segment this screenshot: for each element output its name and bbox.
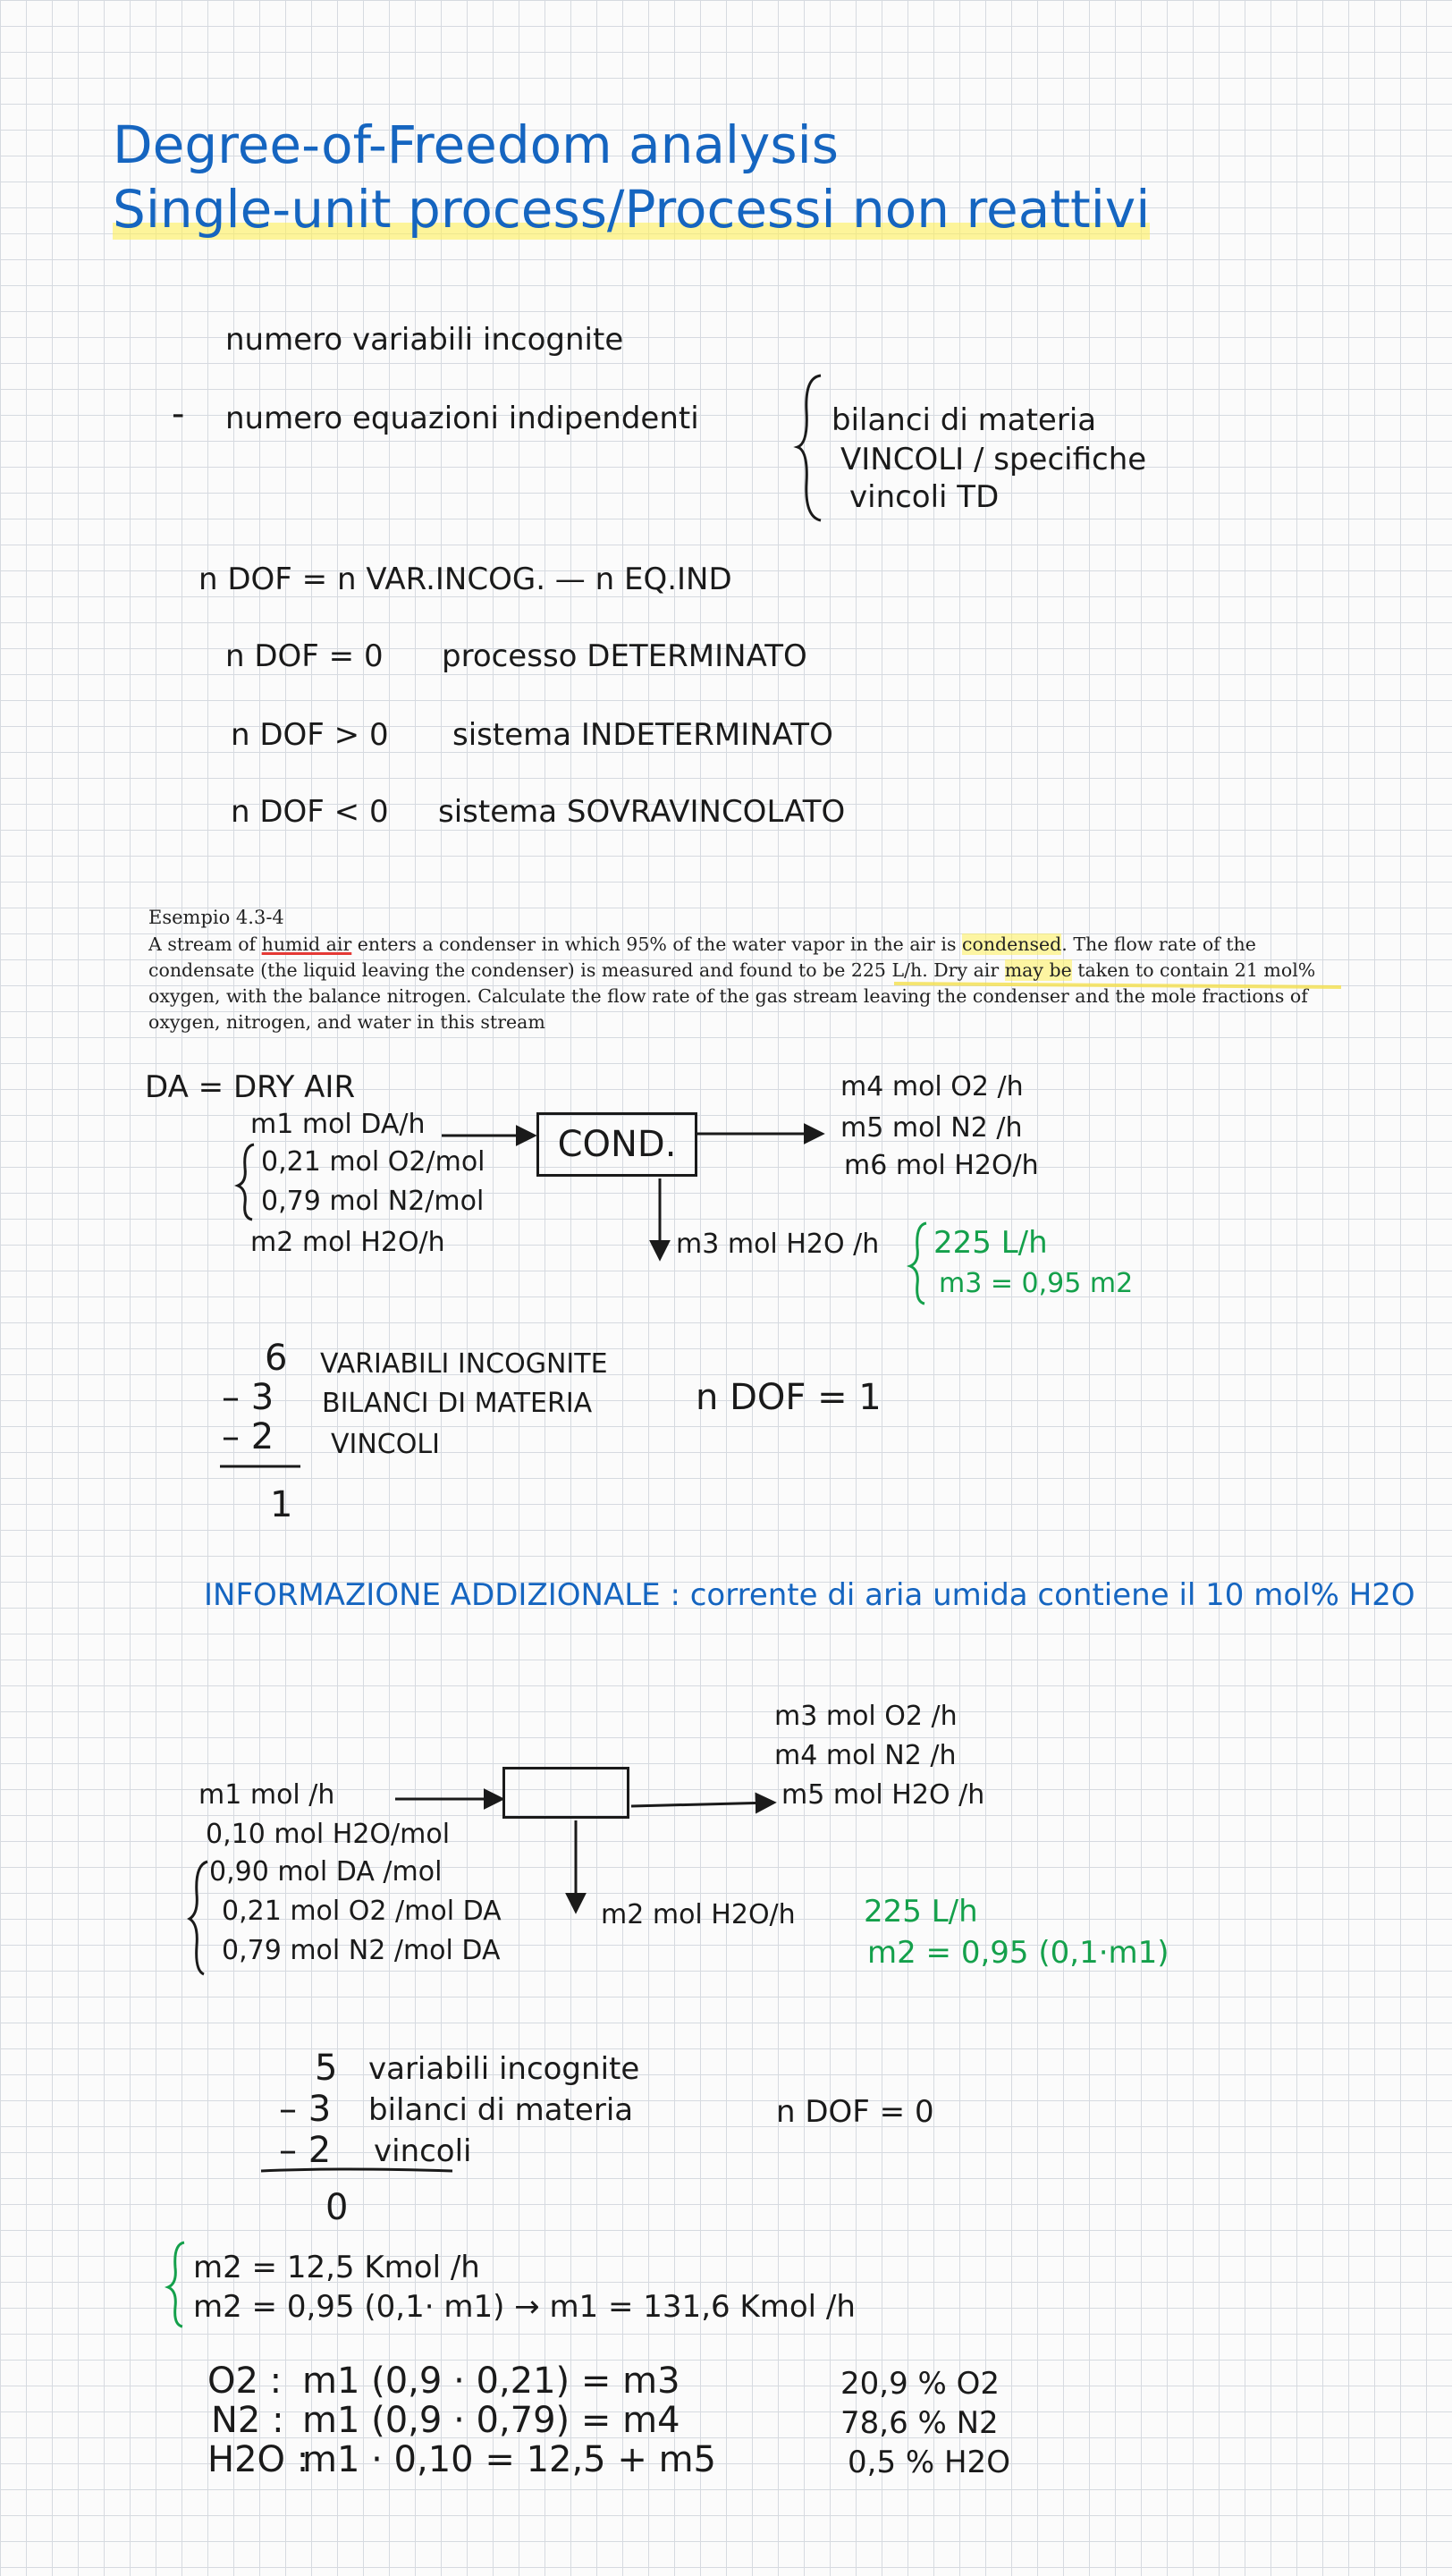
- condenser-label: COND.: [557, 1124, 677, 1165]
- dof2-label-1: variabili incognite: [368, 2051, 640, 2087]
- def-item-1: bilanci di materia: [832, 402, 1097, 438]
- d1-inlet-2: 0,21 mol O2/mol: [261, 1146, 485, 1178]
- case-2-cond: n DOF > 0: [231, 717, 389, 753]
- dof1-n-1: 6: [265, 1338, 288, 1379]
- bal-h2o-species: H2O :: [207, 2439, 309, 2480]
- def-item-2: VINCOLI / specifiche: [840, 442, 1147, 477]
- title-line-1: Degree-of-Freedom analysis: [113, 114, 839, 175]
- d1-outlet-1: m4 mol O2 /h: [840, 1071, 1024, 1102]
- title-line-2: Single-unit process/Processi non reattiv…: [113, 179, 1151, 240]
- da-label: DA = DRY AIR: [145, 1069, 356, 1105]
- bal-o2-pct: 20,9 % O2: [840, 2366, 1000, 2402]
- d1-given-1: 225 L/h: [933, 1225, 1048, 1261]
- d1-given-brace: [906, 1221, 927, 1305]
- def-unknowns: numero variabili incognite: [225, 322, 624, 358]
- bal-h2o-eq: m1 · 0,10 = 12,5 + m5: [302, 2439, 716, 2480]
- dof1-result: n DOF = 1: [696, 1377, 882, 1418]
- bal-o2-species: O2 :: [207, 2361, 283, 2402]
- d2-given-1: 225 L/h: [864, 1894, 978, 1930]
- d2-bottom: m2 mol H2O/h: [601, 1899, 796, 1930]
- bal-n2-eq: m1 (0,9 · 0,79) = m4: [302, 2400, 680, 2441]
- d1-outlet-2: m5 mol N2 /h: [840, 1112, 1023, 1144]
- dof1-label-2: BILANCI DI MATERIA: [322, 1388, 593, 1419]
- def-item-3: vincoli TD: [849, 479, 1000, 515]
- case-2-label: sistema INDETERMINATO: [452, 717, 833, 753]
- bal-h2o-pct: 0,5 % H2O: [848, 2445, 1010, 2480]
- case-3-label: sistema SOVRAVINCOLATO: [438, 794, 846, 830]
- dof1-label-3: VINCOLI: [331, 1429, 440, 1460]
- d2-outlet-arrow: [630, 1792, 777, 1814]
- sol-line-2: m2 = 0,95 (0,1· m1) → m1 = 131,6 Kmol /h: [193, 2289, 856, 2325]
- sol-line-1: m2 = 12,5 Kmol /h: [193, 2250, 480, 2285]
- dof2-result: n DOF = 0: [776, 2094, 934, 2130]
- d2-inlet-4: 0,21 mol O2 /mol DA: [222, 1896, 502, 1927]
- bal-o2-eq: m1 (0,9 · 0,21) = m3: [302, 2361, 680, 2402]
- unit-box-2: [502, 1767, 629, 1819]
- d2-given-2: m2 = 0,95 (0,1·m1): [867, 1935, 1169, 1971]
- dof-formula: n DOF = n VAR.INCOG. — n EQ.IND: [198, 562, 732, 597]
- d1-inlet-brace: [233, 1143, 255, 1221]
- example-heading: Esempio 4.3-4: [148, 907, 284, 928]
- case-3-cond: n DOF < 0: [231, 794, 389, 830]
- dof1-n-3: – 2: [222, 1416, 274, 1457]
- additional-info: INFORMAZIONE ADDIZIONALE : corrente di a…: [204, 1577, 1415, 1613]
- case-1-cond: n DOF = 0: [225, 638, 384, 674]
- def-minus: -: [172, 393, 185, 435]
- definition-brace: [793, 374, 822, 522]
- d2-outlet-3: m5 mol H2O /h: [781, 1779, 985, 1811]
- d2-inlet-3: 0,90 mol DA /mol: [209, 1856, 443, 1888]
- d2-inlet-brace: [187, 1860, 208, 1976]
- def-equations: numero equazioni indipendenti: [225, 401, 699, 436]
- d1-given-2: m3 = 0,95 m2: [939, 1268, 1134, 1299]
- case-1-label: processo DETERMINATO: [442, 638, 807, 674]
- dof2-n-3: – 2: [279, 2130, 332, 2171]
- dof2-total: 0: [325, 2187, 349, 2228]
- d1-inlet-3: 0,79 mol N2/mol: [261, 1186, 485, 1217]
- solution-brace: [164, 2241, 185, 2328]
- dof2-n-2: – 3: [279, 2089, 332, 2130]
- dof1-n-2: – 3: [222, 1377, 274, 1418]
- d1-outlet-3: m6 mol H2O/h: [844, 1150, 1039, 1181]
- d1-bottom: m3 mol H2O /h: [676, 1229, 880, 1260]
- bal-n2-species: N2 :: [211, 2400, 284, 2441]
- d2-outlet-1: m3 mol O2 /h: [774, 1701, 958, 1732]
- condenser-unit: COND.: [536, 1112, 697, 1177]
- dof1-total: 1: [270, 1484, 293, 1525]
- example-text: A stream of humid air enters a condenser…: [148, 933, 1316, 1033]
- dof2-label-2: bilanci di materia: [368, 2092, 634, 2128]
- d1-inlet-4: m2 mol H2O/h: [250, 1227, 445, 1258]
- dof2-label-3: vincoli: [374, 2133, 472, 2169]
- d2-outlet-2: m4 mol N2 /h: [774, 1740, 957, 1771]
- d2-inlet-2: 0,10 mol H2O/mol: [206, 1819, 451, 1850]
- bal-n2-pct: 78,6 % N2: [840, 2405, 999, 2441]
- d1-inlet-1: m1 mol DA/h: [250, 1109, 426, 1140]
- dof1-label-1: VARIABILI INCOGNITE: [320, 1348, 608, 1380]
- d2-inlet-1: m1 mol /h: [198, 1779, 335, 1811]
- dof2-n-1: 5: [315, 2048, 338, 2089]
- d2-inlet-5: 0,79 mol N2 /mol DA: [222, 1935, 501, 1966]
